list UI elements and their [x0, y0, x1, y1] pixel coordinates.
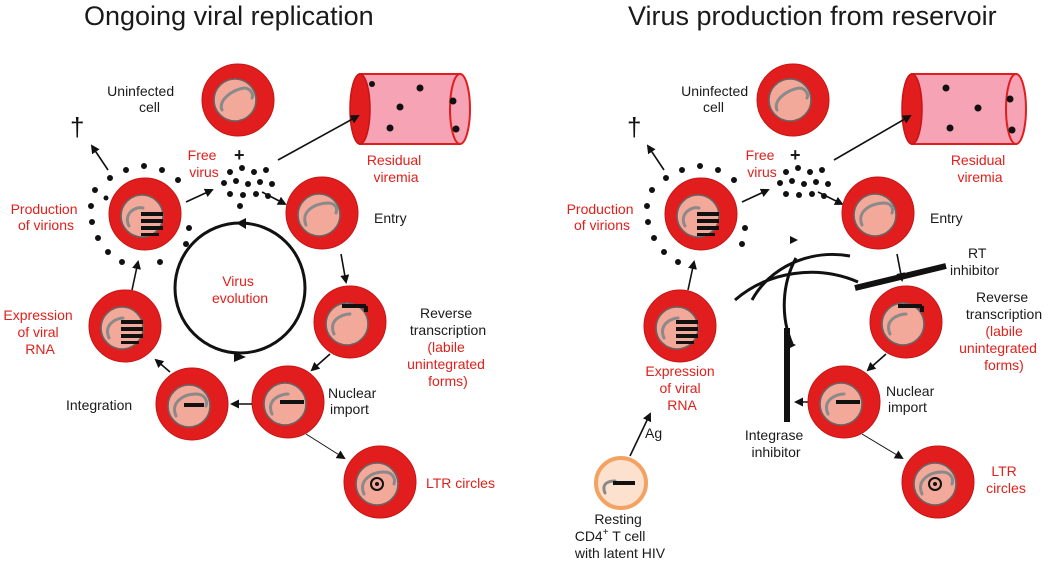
left-free-virus-label: Free virus: [188, 147, 221, 180]
left-arrow-release: [185, 188, 214, 203]
left-production-label: Production of virions: [11, 201, 82, 233]
right-rt-inhibitor-label: RT inhibitor: [950, 245, 999, 278]
right-blocked-cycle: [734, 236, 859, 350]
right-free-virus-cluster: [777, 165, 831, 199]
left-arrow-to-ltr: [305, 433, 346, 460]
left-free-virus-cluster: [221, 165, 275, 209]
left-arrow-to-vessel: [277, 115, 360, 161]
left-arrow-to-nuclear: [310, 353, 331, 372]
left-title: Ongoing viral replication: [84, 1, 374, 31]
left-labile-label: (labile unintegrated forms): [407, 339, 489, 389]
left-evolution-cycle: [173, 218, 307, 362]
right-arrow-to-vessel: [833, 114, 912, 161]
left-integration-label: Integration: [66, 397, 132, 413]
right-uninfected-cell: [756, 63, 830, 137]
right-rt-cell: [869, 285, 943, 359]
right-rt-label: Reverse transcription: [966, 289, 1042, 322]
right-arrow-to-rt: [896, 253, 906, 282]
right-title: Virus production from reservoir: [628, 1, 997, 31]
left-uninfected-cell: [201, 63, 275, 137]
left-uninfected-label: Uninfected cell: [107, 83, 178, 115]
right-entry-cell: [841, 176, 915, 250]
right-arrow-to-production: [687, 260, 697, 291]
right-arrow-release: [741, 188, 770, 203]
left-integration-cell: [155, 367, 229, 441]
right-ltr-label: LTR circles: [986, 463, 1026, 496]
left-plus: +: [234, 145, 245, 165]
left-evolution-label: Virus evolution: [212, 273, 268, 306]
left-vessel: [349, 73, 471, 145]
right-arrow-to-ltr: [861, 433, 904, 460]
right-arrow-death: [646, 144, 665, 171]
left-entry-label: Entry: [374, 210, 407, 226]
left-nuclear-cell: [251, 365, 325, 439]
right-uninfected-label: Uninfected cell: [681, 83, 752, 115]
left-residual-label: Residual viremia: [367, 152, 425, 185]
right-residual-label: Residual viremia: [951, 152, 1009, 185]
right-arrow-to-entry: [817, 191, 844, 205]
left-arrow-to-entry: [261, 191, 287, 205]
right-arrow-to-nuclear: [866, 353, 887, 372]
left-rt-label: Reverse transcription: [410, 305, 486, 338]
right-nuclear-label: Nuclear import: [886, 383, 938, 415]
right-production-label: Production of virions: [567, 201, 638, 233]
right-virion-ring: [644, 163, 748, 265]
left-arrow-to-expression: [154, 358, 171, 373]
left-nuclear-label: Nuclear import: [328, 385, 380, 417]
left-arrow-to-production: [131, 260, 141, 291]
right-expression-cell: [643, 289, 717, 363]
left-arrow-death: [90, 144, 109, 171]
right-dagger: †: [627, 112, 641, 142]
left-dagger: †: [70, 112, 84, 142]
left-entry-cell: [285, 176, 359, 250]
right-labile-label: (labile unintegrated forms): [959, 323, 1041, 373]
left-virion-ring: [88, 163, 192, 265]
left-expression-cell: [88, 289, 162, 363]
left-ltr-cell: [343, 445, 417, 519]
right-resting-cell: [594, 456, 648, 510]
right-vessel: [901, 73, 1027, 145]
right-plus: +: [790, 145, 801, 165]
right-ag-label: Ag: [645, 425, 662, 441]
right-entry-label: Entry: [930, 210, 963, 226]
right-resting-label: Resting CD4+ T cell with latent HIV: [574, 511, 666, 561]
left-expression-label: Expression of viral RNA: [3, 307, 76, 357]
left-ltr-label: LTR circles: [426, 475, 495, 491]
right-ltr-cell: [901, 445, 975, 519]
right-expression-label: Expression of viral RNA: [645, 363, 718, 413]
right-nuclear-cell: [807, 365, 881, 439]
left-rt-cell: [313, 285, 387, 359]
right-free-virus-label: Free virus: [746, 147, 779, 180]
left-production-cell: [108, 177, 182, 251]
right-integrase-label: Integrase inhibitor: [745, 427, 807, 460]
right-production-cell: [664, 177, 738, 251]
right-arrow-ag: [629, 412, 652, 457]
left-arrow-to-rt: [340, 253, 350, 284]
